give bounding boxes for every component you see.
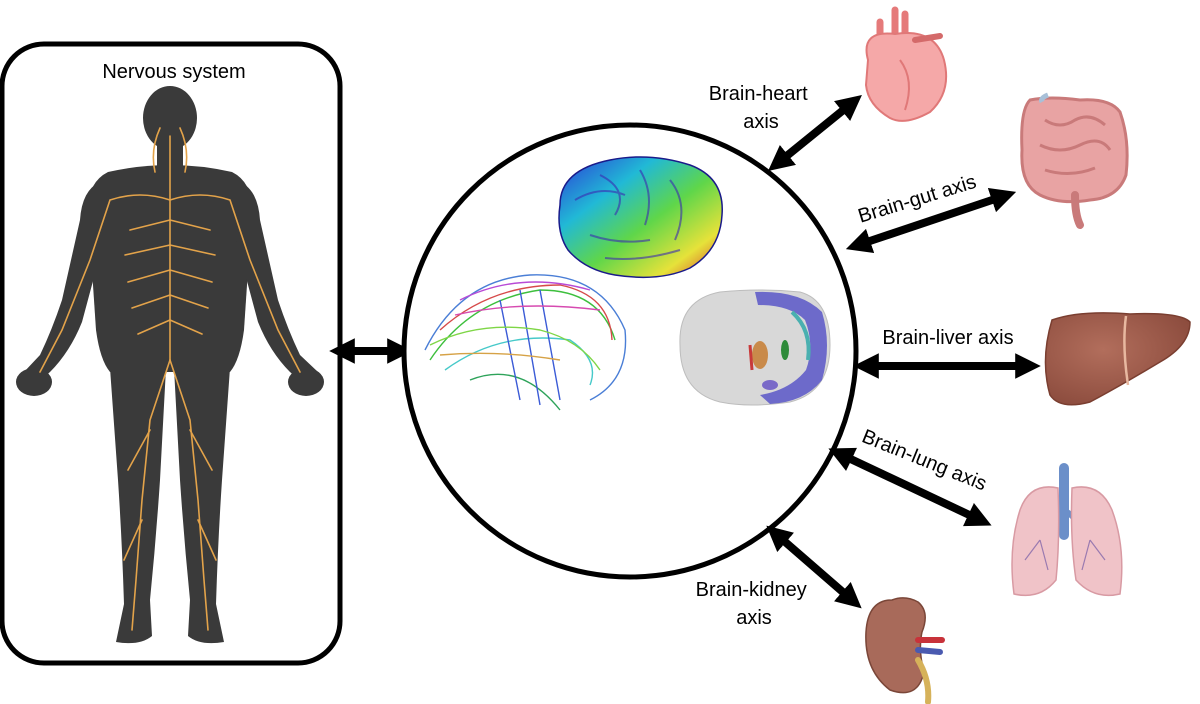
lung-axis-arrow: [828, 447, 992, 527]
gut-axis-label: Brain-gut axis: [856, 171, 979, 228]
gut-axis-arrow: [845, 187, 1017, 254]
axis-arrows: [766, 94, 1041, 609]
brain-cortex-map-image: [558, 156, 723, 279]
right-hand: [288, 368, 324, 396]
brain-coronal-slice-image: [679, 289, 831, 406]
nervous-system-panel: Nervous system: [0, 41, 343, 666]
liver-axis-label: Brain-liver axis: [882, 327, 1013, 349]
lung-axis-label: Brain-lung axis: [859, 425, 990, 495]
kidney-axis-label: Brain-kidney axis: [696, 579, 813, 629]
heart-axis-arrow: [768, 94, 862, 172]
right-arm: [236, 182, 319, 384]
left-leg: [110, 368, 166, 644]
lungs-icon: [1011, 463, 1123, 597]
heart-axis-label: Brain-heart axis: [709, 83, 814, 133]
brain-circle: [401, 122, 859, 580]
head: [143, 86, 197, 150]
right-leg: [174, 368, 230, 644]
left-hand: [16, 368, 52, 396]
kidney-icon: [865, 597, 945, 704]
intestines-icon: [1020, 92, 1129, 229]
brain-tractography-image: [424, 274, 627, 411]
nerve-network: [39, 127, 301, 631]
brain-circle-outline: [401, 122, 859, 580]
panel-title: Nervous system: [102, 61, 245, 83]
liver-icon: [1044, 312, 1191, 406]
left-arm: [23, 182, 104, 384]
human-figure: [16, 86, 324, 644]
kidney-axis-arrow: [766, 525, 862, 609]
heart-icon: [864, 6, 948, 122]
